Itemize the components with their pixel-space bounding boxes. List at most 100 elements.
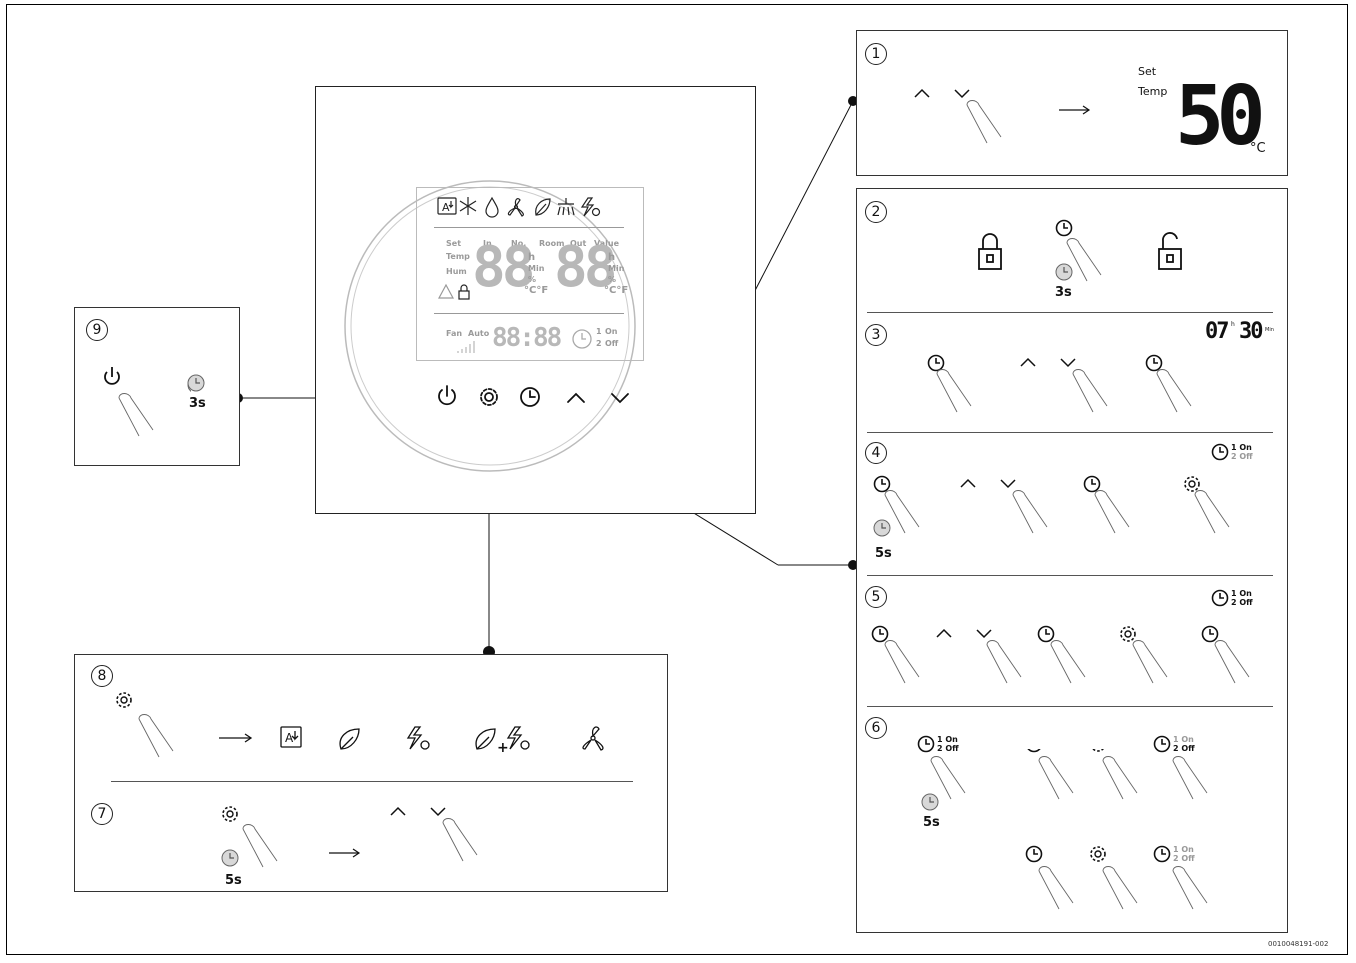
lock-unlock-illustration: [978, 219, 1182, 282]
lcd-label-no: No.: [511, 239, 527, 248]
clock-hold-icon: [187, 374, 205, 392]
outer-frame: [6, 4, 1348, 955]
step-1-temp-value: 50: [1175, 69, 1266, 164]
lcd-auto-label: Auto: [468, 329, 490, 338]
step-3-h-mark: h: [1231, 321, 1235, 328]
unlock-icon: [1158, 232, 1182, 270]
clock-icon: [520, 387, 540, 407]
lcd-timer-off: Off: [605, 339, 619, 348]
eco-leaf-icon: [535, 198, 551, 216]
lcd-clock-icon: [572, 329, 592, 349]
step-3-illustration: [927, 354, 1192, 413]
up-arrow-icon: [567, 392, 585, 403]
lcd-label-out: Out: [570, 239, 587, 248]
lcd-unit-min-left: Min: [528, 264, 545, 273]
snowflake-icon: [459, 197, 477, 215]
step-3-min-mark: Min: [1265, 327, 1274, 333]
step-5-number: 5: [865, 586, 887, 608]
shower-icon: [557, 198, 575, 216]
eco-leaf-icon: [339, 728, 360, 750]
step-7-hold: 5s: [225, 873, 242, 888]
fan-icon: [507, 198, 524, 217]
step-4-hold: 5s: [875, 546, 892, 561]
lcd-digits-left: 88: [472, 235, 535, 300]
lcd-unit-h-left: h: [528, 252, 536, 263]
lcd-label-in: In: [483, 239, 492, 248]
svg-text:A: A: [442, 201, 450, 214]
eco-boost-icon: [475, 726, 530, 750]
lcd-mode-icons: A: [436, 195, 636, 223]
auto-mode-icon: [437, 197, 457, 215]
step-3-number: 3: [865, 324, 887, 346]
step-6-number: 6: [865, 717, 887, 739]
step-5-clock-icon: [1211, 589, 1229, 607]
step-4-clock-icon: [1211, 443, 1229, 461]
fan-icon: [582, 726, 604, 751]
step-1-box: 1 Set Temp 50 °C: [856, 30, 1288, 176]
gear-icon: [480, 388, 498, 406]
steps-7-8-box: 8 A + 7 5s: [74, 654, 668, 892]
lcd-label-value: Value: [594, 239, 620, 248]
lcd-unit-h-right: h: [608, 252, 616, 263]
lcd-screen: [416, 187, 644, 361]
step-1-temp-label: Temp: [1138, 85, 1168, 98]
power-icon: [438, 385, 456, 406]
step-3-hours: 07: [1205, 319, 1229, 344]
step-4-number: 4: [865, 442, 887, 464]
panel-buttons[interactable]: [434, 384, 654, 410]
lcd-timer-2: 2: [596, 339, 602, 348]
step-8-mode-sequence: A +: [116, 692, 604, 758]
step-1-set-label: Set: [1138, 65, 1157, 78]
step-1-unit: °C: [1250, 141, 1266, 156]
document-id: 0010048191-002: [1268, 940, 1329, 948]
step-9-hold: 3s: [189, 396, 206, 411]
boost-icon: [580, 197, 601, 217]
step-9-box: 9 3s: [74, 307, 240, 466]
step-9-number: 9: [86, 319, 108, 341]
svg-text:A: A: [285, 731, 294, 745]
lock-icon: [978, 233, 1002, 270]
step-5-illustration: [871, 625, 1250, 684]
controller-panel: A Set In No. Room Out Value Temp Hum 88 …: [315, 86, 756, 514]
lcd-clock-digits: 88:88: [492, 323, 562, 353]
lcd-fan-label: Fan: [446, 329, 463, 338]
lcd-unit-pct-right: %: [608, 275, 617, 284]
step-7-number: 7: [91, 803, 113, 825]
lcd-timer-1: 1: [596, 327, 602, 336]
drop-icon: [485, 196, 499, 218]
step-3-minutes: 30: [1239, 319, 1263, 344]
lcd-unit-pct-left: %: [528, 275, 537, 284]
down-arrow-icon: [611, 393, 629, 404]
lcd-unit-deg-left: °C°F: [524, 285, 549, 296]
up-down-press-illustration: [914, 89, 1091, 144]
step-4-illustration: [873, 475, 1230, 537]
svg-text:+: +: [497, 740, 509, 756]
lcd-label-room: Room: [539, 239, 565, 248]
step-2-number: 2: [865, 201, 887, 223]
lcd-warning-lock-icons: [438, 283, 470, 300]
fan-bars-icon: [457, 341, 475, 353]
step-8-number: 8: [91, 665, 113, 687]
lcd-unit-deg-right: °C°F: [604, 285, 629, 296]
boost-icon: [406, 726, 430, 750]
lcd-timer-on: On: [605, 327, 618, 336]
step-6-illustration: [921, 749, 1208, 910]
power-press-illustration: [104, 367, 191, 437]
step-7-illustration: [221, 806, 478, 868]
lcd-digits-right: 88: [554, 235, 617, 300]
lcd-label-temp: Temp: [446, 252, 470, 261]
step-6-hold: 5s: [923, 815, 940, 830]
step-1-number: 1: [865, 43, 887, 65]
lcd-unit-min-right: Min: [608, 264, 625, 273]
auto-mode-icon: [280, 726, 302, 748]
step-2-hold: 3s: [1055, 285, 1072, 300]
lcd-label-hum: Hum: [446, 267, 467, 276]
lcd-label-set: Set: [446, 239, 462, 248]
